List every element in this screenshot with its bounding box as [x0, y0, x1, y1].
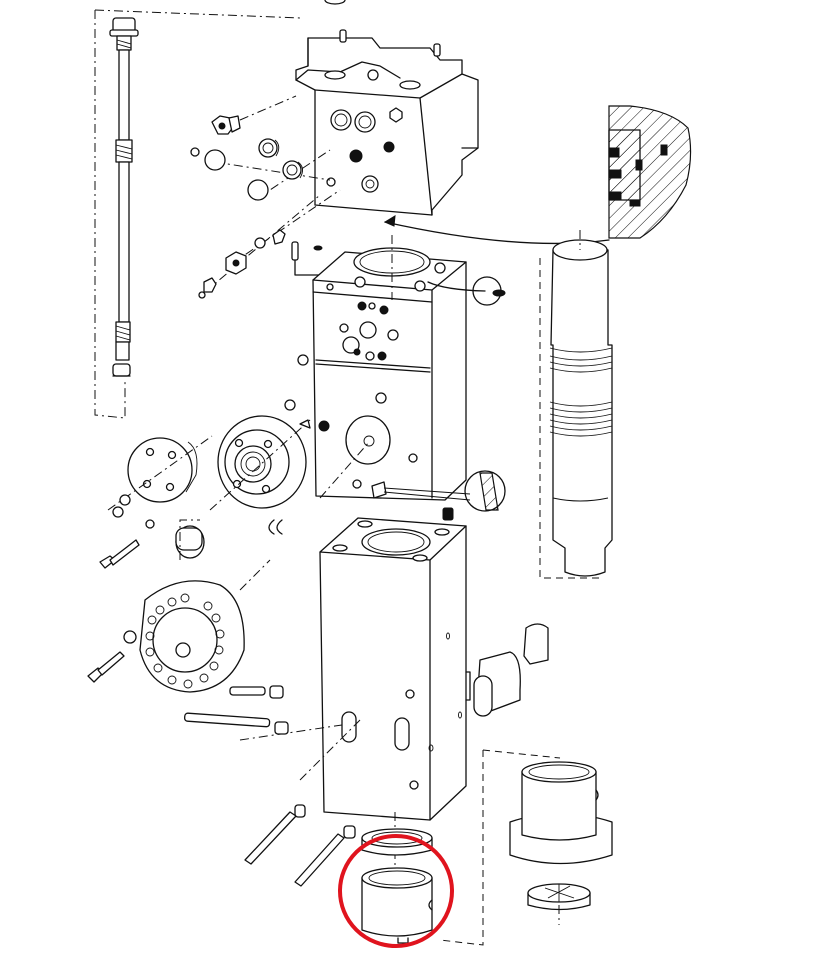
chisel-bushing [439, 749, 613, 946]
tie-rod [109, 17, 139, 377]
upper-cylinder-body [312, 235, 506, 521]
fittings [190, 95, 341, 299]
sleeve-bushing [473, 623, 549, 717]
accumulator-cover [87, 559, 271, 693]
valve-block [295, 0, 479, 216]
tie-rod-frame-line [94, 9, 301, 419]
piston [539, 230, 613, 579]
piston-rings [549, 347, 613, 502]
lower-bushing [361, 828, 433, 944]
seal-detail-section [383, 105, 692, 245]
lower-cylinder-body [239, 517, 471, 900]
retainer-pins [183, 685, 356, 887]
cover-bolt-circle [145, 593, 225, 689]
highlight-circle [338, 834, 454, 948]
front-cover-assembly [99, 354, 311, 569]
